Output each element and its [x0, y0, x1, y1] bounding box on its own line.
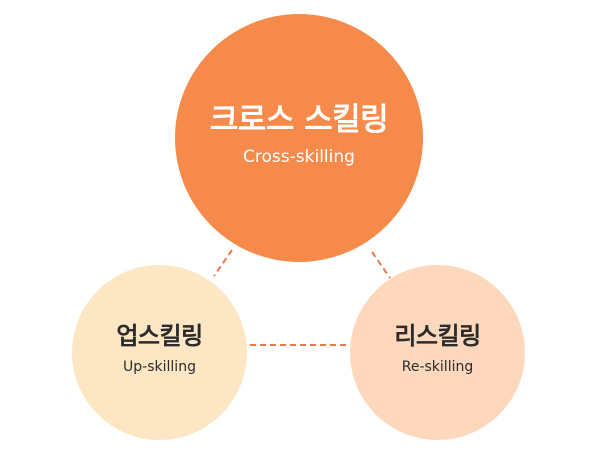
cross-skilling-subtitle: Cross-skilling: [243, 146, 355, 167]
cross-skilling-title: 크로스 스킬링: [209, 101, 389, 138]
node-cross-skilling: 크로스 스킬링 Cross-skilling: [175, 14, 423, 262]
re-skilling-subtitle: Re-skilling: [401, 358, 474, 375]
node-re-skilling: 리스킬링 Re-skilling: [350, 265, 525, 440]
up-skilling-subtitle: Up-skilling: [123, 358, 196, 375]
re-skilling-title: 리스킬링: [394, 322, 481, 351]
connector-center-left: [213, 249, 233, 277]
connector-center-right: [371, 251, 391, 279]
node-up-skilling: 업스킬링 Up-skilling: [72, 265, 247, 440]
up-skilling-title: 업스킬링: [116, 322, 203, 351]
